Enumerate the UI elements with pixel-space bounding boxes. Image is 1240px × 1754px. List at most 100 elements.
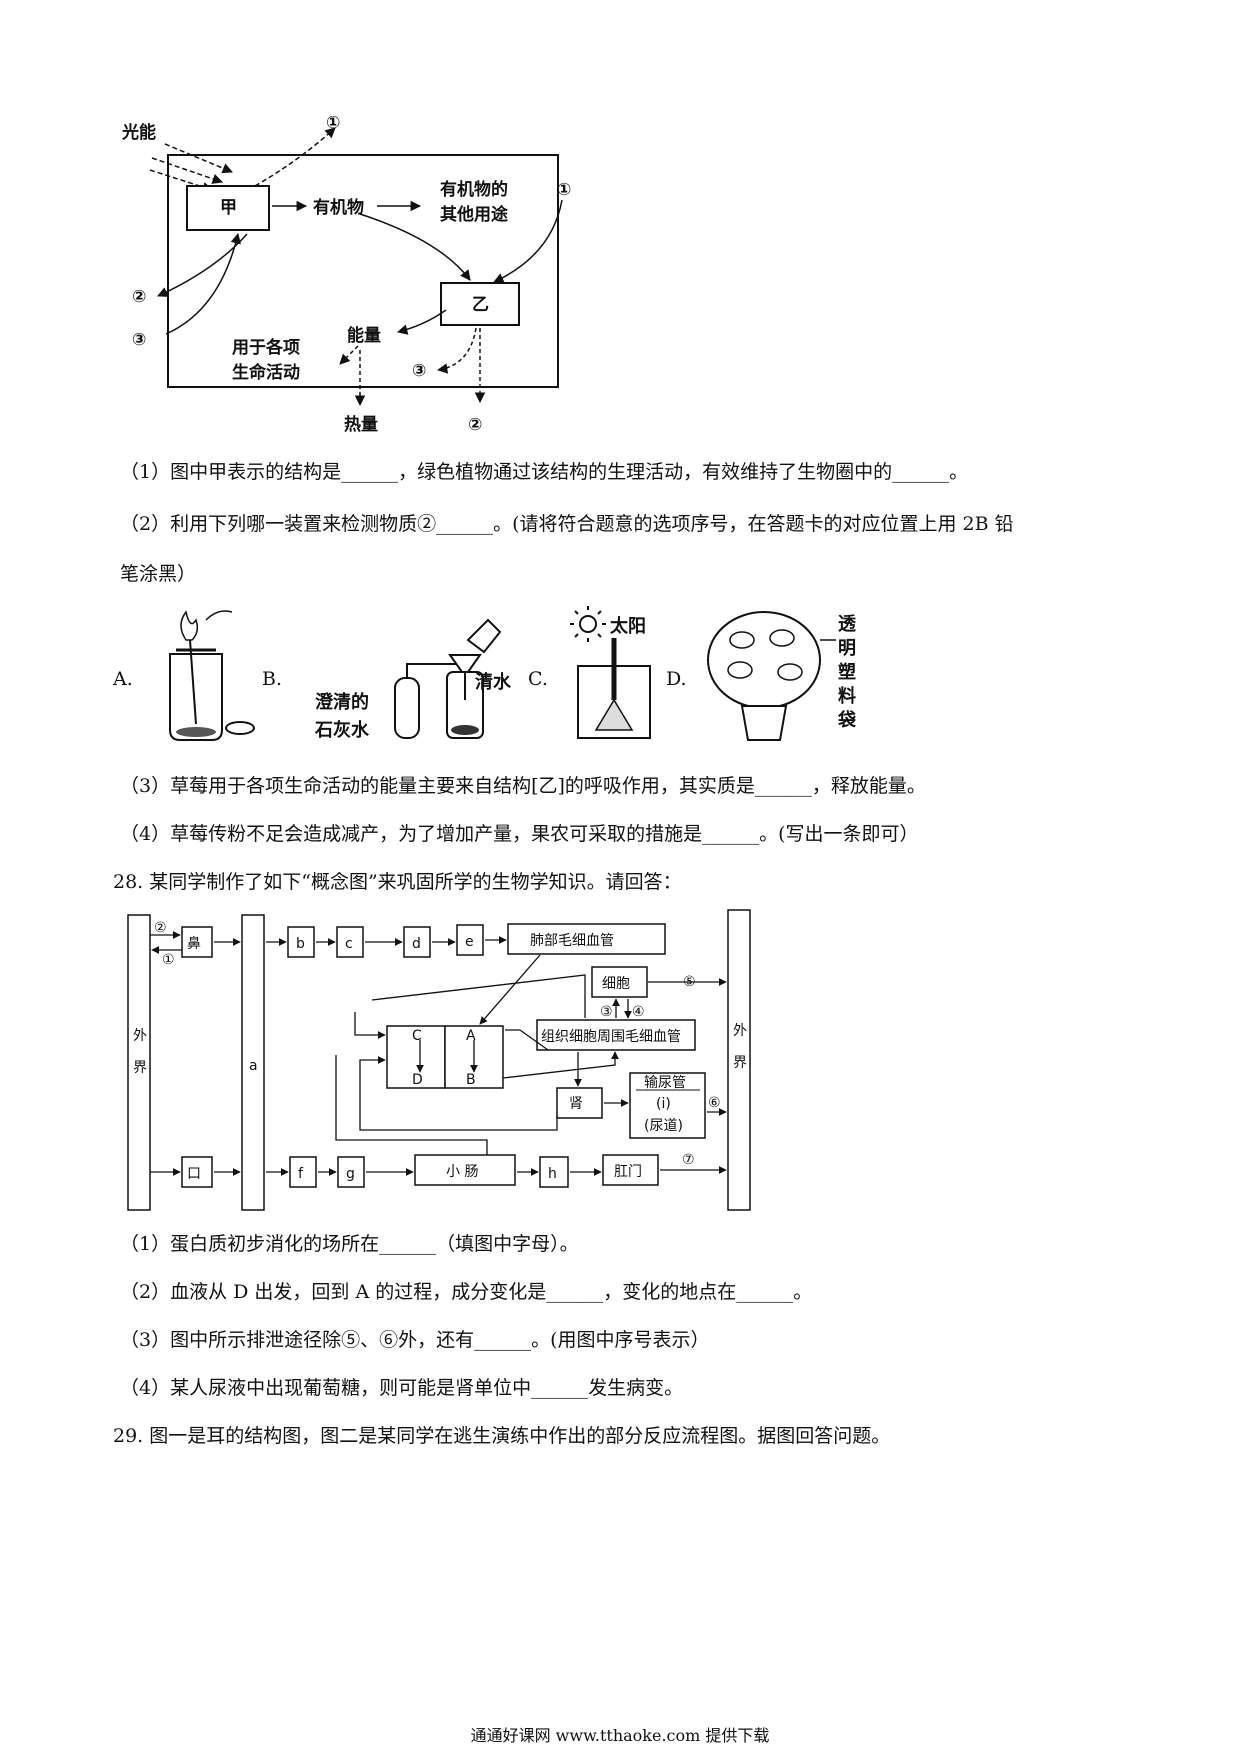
organ-a-bar bbox=[241, 914, 265, 1211]
heart-left-box bbox=[386, 1025, 446, 1089]
n3-label: ③ bbox=[600, 1004, 613, 1020]
bag-char-4: 料 bbox=[838, 686, 856, 707]
bag-char-2: 明 bbox=[838, 638, 856, 659]
bag-char-3: 塑 bbox=[838, 662, 856, 683]
energy-label: 能量 bbox=[347, 325, 381, 346]
c-box bbox=[336, 926, 364, 958]
outside-right-char2: 界 bbox=[733, 1055, 747, 1071]
ureter-box bbox=[629, 1072, 706, 1139]
n7-label: ⑦ bbox=[682, 1152, 695, 1168]
nose-label: 鼻 bbox=[187, 935, 201, 952]
n5-label: ⑤ bbox=[683, 974, 696, 990]
heart-c-label: C bbox=[412, 1028, 422, 1044]
heat-label: 热量 bbox=[344, 414, 378, 435]
kidney-box bbox=[556, 1087, 603, 1119]
option-d-label: D. bbox=[666, 668, 687, 690]
q27-part2a: （2）利用下列哪一装置来检测物质②______。(请将符合题意的选项序号，在答题… bbox=[120, 513, 1014, 535]
limewater-label-2: 石灰水 bbox=[315, 720, 369, 741]
kidney-label: 肾 bbox=[569, 1096, 583, 1112]
life-label-2: 生命活动 bbox=[232, 362, 300, 383]
limewater-label-1: 澄清的 bbox=[315, 692, 369, 713]
n1-label: ① bbox=[162, 952, 175, 968]
outside-right-char1: 外 bbox=[733, 1023, 747, 1039]
sun-label: 太阳 bbox=[610, 616, 646, 637]
outside-left-char1: 外 bbox=[133, 1028, 147, 1044]
nose-box bbox=[181, 926, 213, 958]
ureter-i-label: (i) bbox=[656, 1096, 671, 1112]
light-label: 光能 bbox=[121, 122, 156, 143]
bag-char-5: 袋 bbox=[838, 710, 856, 731]
anus-box bbox=[602, 1154, 659, 1186]
q29-title: 29. 图一是耳的结构图，图二是某同学在逃生演练中作出的部分反应流程图。据图回答… bbox=[113, 1425, 891, 1447]
ureter-label: 输尿管 bbox=[644, 1075, 686, 1091]
n2-label: ② bbox=[154, 920, 167, 936]
q27-part1: （1）图中甲表示的结构是______，绿色植物通过该结构的生理活动，有效维持了生… bbox=[120, 461, 969, 483]
intestine-box bbox=[414, 1154, 516, 1186]
structure-yi-box bbox=[440, 282, 520, 326]
d-label: d bbox=[412, 936, 421, 952]
q28-part3: （3）图中所示排泄途径除⑤、⑥外，还有______。(用图中序号表示） bbox=[120, 1329, 710, 1351]
jia-label: 甲 bbox=[220, 198, 237, 218]
n4-label: ④ bbox=[632, 1004, 645, 1020]
anus-label: 肛门 bbox=[614, 1164, 642, 1180]
bag-char-1: 透 bbox=[838, 614, 856, 635]
marker-3-left: ③ bbox=[132, 330, 146, 350]
marker-2-left: ② bbox=[132, 287, 146, 307]
q28-part1: （1）蛋白质初步消化的场所在______（填图中字母）。 bbox=[120, 1233, 579, 1255]
lung-capillary-label: 肺部毛细血管 bbox=[530, 933, 614, 949]
e-label: e bbox=[465, 934, 474, 950]
marker-3-bottom: ③ bbox=[412, 361, 426, 381]
q27-part4: （4）草莓传粉不足会造成减产，为了增加产量，果农可采取的措施是______。(写… bbox=[120, 823, 919, 845]
f-label: f bbox=[298, 1166, 304, 1182]
organic-label: 有机物 bbox=[313, 197, 364, 218]
option-b-label: B. bbox=[262, 668, 283, 690]
cell-box bbox=[591, 966, 648, 998]
urethra-label: (尿道) bbox=[644, 1118, 683, 1134]
photosynthesis-diagram: 光能 甲 ① 有机物 有机物的 其他用途 ① 乙 ② ③ 能量 用于各项 生命活… bbox=[121, 113, 571, 435]
marker-1-top: ① bbox=[326, 113, 340, 133]
footer-credit: 通通好课网 www.tthaoke.com 提供下载 bbox=[470, 1726, 770, 1745]
h-box bbox=[539, 1156, 569, 1188]
mouth-box bbox=[181, 1156, 213, 1188]
g-label: g bbox=[346, 1166, 355, 1182]
g-box bbox=[337, 1156, 365, 1188]
structure-jia-box bbox=[186, 185, 270, 231]
outside-left-bar bbox=[127, 914, 151, 1211]
outside-left-char2: 界 bbox=[133, 1060, 147, 1076]
a-label: a bbox=[249, 1058, 258, 1074]
b-label: b bbox=[296, 936, 305, 952]
cell-label: 细胞 bbox=[602, 976, 630, 992]
lung-capillary-box bbox=[507, 923, 666, 955]
c-label: c bbox=[345, 936, 353, 952]
outside-right-bar bbox=[727, 909, 751, 1211]
marker-2-bottom: ② bbox=[468, 415, 482, 435]
b-box bbox=[287, 926, 315, 958]
q28-part2: （2）血液从 D 出发，回到 A 的过程，成分变化是______，变化的地点在_… bbox=[120, 1281, 813, 1303]
e-box bbox=[456, 924, 484, 956]
mouth-label: 口 bbox=[187, 1166, 201, 1182]
heart-b-label: B bbox=[466, 1072, 476, 1088]
q28-part4: （4）某人尿液中出现葡萄糖，则可能是肾单位中______发生病变。 bbox=[120, 1377, 684, 1399]
intestine-label: 小 肠 bbox=[446, 1164, 478, 1180]
outer-frame bbox=[167, 154, 559, 388]
h-label: h bbox=[548, 1166, 557, 1182]
q27-part2b: 笔涂黑） bbox=[120, 563, 197, 585]
other-use-label-1: 有机物的 bbox=[440, 179, 508, 200]
heart-d-label: D bbox=[412, 1072, 423, 1088]
marker-1-right: ① bbox=[557, 180, 571, 200]
concept-map-diagram: ② ① 外 界 外 界 鼻 口 a b c d e 肺部毛细血管 细胞 ⑤ ③ … bbox=[127, 909, 751, 1211]
tissue-capillary-label: 组织细胞周围毛细血管 bbox=[541, 1029, 681, 1045]
f-box bbox=[289, 1156, 317, 1188]
yi-label: 乙 bbox=[472, 295, 489, 315]
heart-a-label: A bbox=[466, 1028, 476, 1044]
clear-water-label: 清水 bbox=[475, 672, 511, 693]
life-label-1: 用于各项 bbox=[232, 337, 300, 358]
q27-part3: （3）草莓用于各项生命活动的能量主要来自结构[乙]的呼吸作用，其实质是_____… bbox=[120, 775, 926, 797]
q28-title: 28. 某同学制作了如下“概念图”来巩固所学的生物学知识。请回答： bbox=[113, 871, 682, 893]
other-use-label-2: 其他用途 bbox=[440, 204, 509, 225]
option-c-label: C. bbox=[528, 668, 548, 690]
n6-label: ⑥ bbox=[708, 1095, 721, 1111]
option-a-label: A. bbox=[113, 668, 133, 690]
d-box bbox=[403, 926, 431, 958]
tissue-capillary-box bbox=[536, 1019, 696, 1051]
